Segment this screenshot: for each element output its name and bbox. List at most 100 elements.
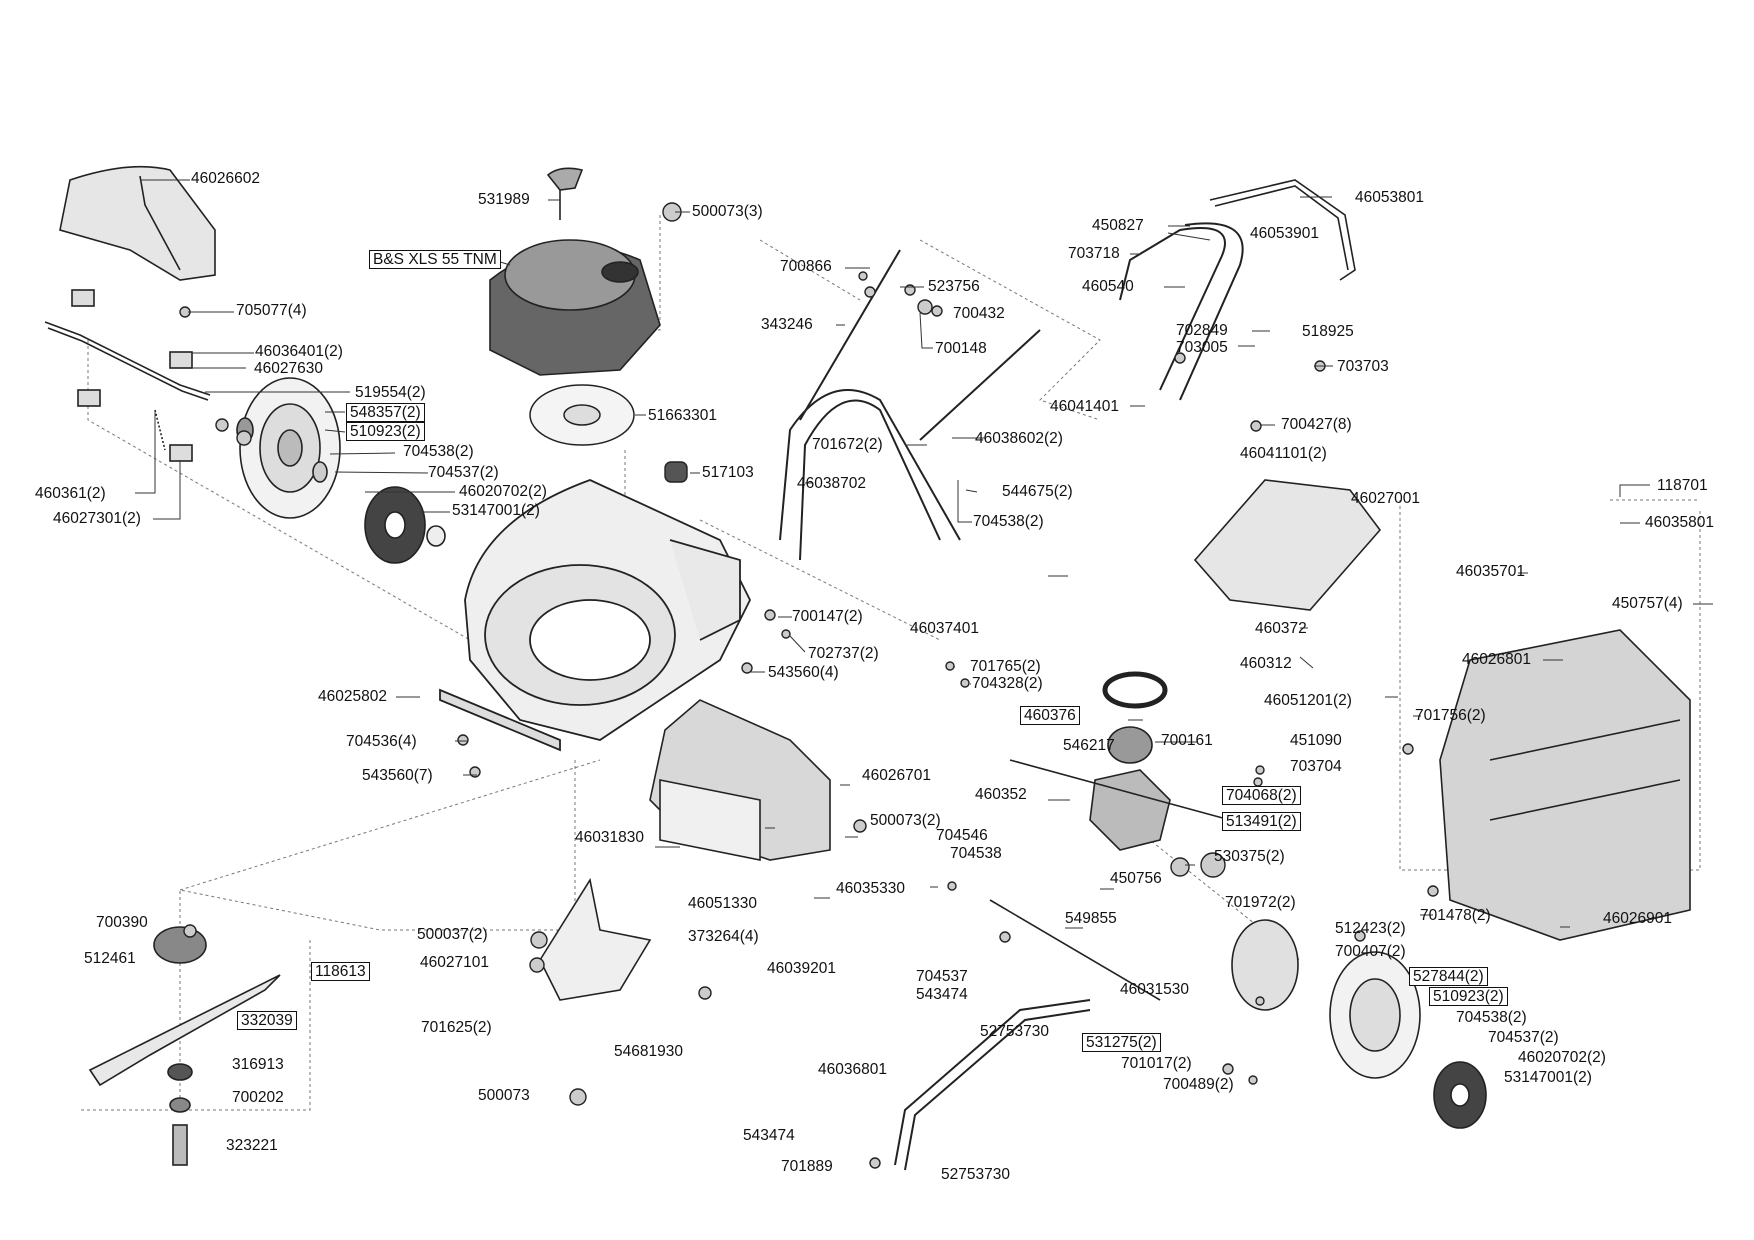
part-callout-boxed[interactable]: 510923(2) xyxy=(346,422,425,441)
part-callout[interactable]: 701765(2) xyxy=(970,658,1041,675)
part-callout-boxed[interactable]: 531275(2) xyxy=(1082,1033,1161,1052)
part-callout[interactable]: 700866 xyxy=(780,258,832,275)
part-callout[interactable]: 701017(2) xyxy=(1121,1055,1192,1072)
part-callout[interactable]: 46037401 xyxy=(910,620,979,637)
part-callout[interactable]: 46039201 xyxy=(767,960,836,977)
part-callout[interactable]: 46041401 xyxy=(1050,398,1119,415)
part-callout[interactable]: 316913 xyxy=(232,1056,284,1073)
part-callout[interactable]: 701972(2) xyxy=(1225,894,1296,911)
part-callout[interactable]: 701889 xyxy=(781,1158,833,1175)
part-callout[interactable]: 703703 xyxy=(1337,358,1389,375)
part-callout[interactable]: 704537 xyxy=(916,968,968,985)
part-callout[interactable]: 46027301(2) xyxy=(53,510,141,527)
part-callout[interactable]: 46027101 xyxy=(420,954,489,971)
part-callout-boxed[interactable]: 548357(2) xyxy=(346,403,425,422)
engine-model-callout[interactable]: B&S XLS 55 TNM xyxy=(369,250,501,269)
part-callout[interactable]: 46026801 xyxy=(1462,651,1531,668)
part-callout[interactable]: 517103 xyxy=(702,464,754,481)
part-callout[interactable]: 500073(2) xyxy=(870,812,941,829)
part-callout[interactable]: 530375(2) xyxy=(1214,848,1285,865)
part-callout-boxed[interactable]: 332039 xyxy=(237,1011,297,1030)
part-callout[interactable]: 323221 xyxy=(226,1137,278,1154)
part-callout[interactable]: 343246 xyxy=(761,316,813,333)
part-callout[interactable]: 46027001 xyxy=(1351,490,1420,507)
part-callout[interactable]: 46026901 xyxy=(1603,910,1672,927)
part-callout[interactable]: 518925 xyxy=(1302,323,1354,340)
part-callout[interactable]: 46031830 xyxy=(575,829,644,846)
part-callout[interactable]: 46020702(2) xyxy=(459,483,547,500)
part-callout[interactable]: 53147001(2) xyxy=(1504,1069,1592,1086)
part-callout[interactable]: 523756 xyxy=(928,278,980,295)
part-callout[interactable]: 703718 xyxy=(1068,245,1120,262)
part-callout[interactable]: 460540 xyxy=(1082,278,1134,295)
part-callout[interactable]: 543474 xyxy=(916,986,968,1003)
part-callout[interactable]: 460312 xyxy=(1240,655,1292,672)
part-callout[interactable]: 702849 xyxy=(1176,322,1228,339)
part-callout[interactable]: 700202 xyxy=(232,1089,284,1106)
part-callout-boxed[interactable]: 513491(2) xyxy=(1222,812,1301,831)
part-callout[interactable]: 500073 xyxy=(478,1087,530,1104)
part-callout[interactable]: 46038602(2) xyxy=(975,430,1063,447)
part-callout[interactable]: 701625(2) xyxy=(421,1019,492,1036)
part-callout[interactable]: 460372 xyxy=(1255,620,1307,637)
part-callout[interactable]: 46031530 xyxy=(1120,981,1189,998)
part-callout[interactable]: 543560(7) xyxy=(362,767,433,784)
part-callout[interactable]: 531989 xyxy=(478,191,530,208)
part-callout[interactable]: 46053801 xyxy=(1355,189,1424,206)
part-callout[interactable]: 46025802 xyxy=(318,688,387,705)
part-callout[interactable]: 450756 xyxy=(1110,870,1162,887)
part-callout[interactable]: 46027630 xyxy=(254,360,323,377)
part-callout[interactable]: 46053901 xyxy=(1250,225,1319,242)
part-callout-boxed[interactable]: 704068(2) xyxy=(1222,786,1301,805)
part-callout[interactable]: 705077(4) xyxy=(236,302,307,319)
part-callout[interactable]: 46051330 xyxy=(688,895,757,912)
part-callout[interactable]: 700407(2) xyxy=(1335,943,1406,960)
part-callout-boxed[interactable]: 118613 xyxy=(311,962,370,981)
part-callout[interactable]: 543474 xyxy=(743,1127,795,1144)
part-callout[interactable]: 54681930 xyxy=(614,1043,683,1060)
part-callout[interactable]: 704538(2) xyxy=(1456,1009,1527,1026)
part-callout[interactable]: 460352 xyxy=(975,786,1027,803)
part-callout[interactable]: 52753730 xyxy=(980,1023,1049,1040)
part-callout[interactable]: 46051201(2) xyxy=(1264,692,1352,709)
part-callout[interactable]: 703005 xyxy=(1176,339,1228,356)
part-callout[interactable]: 46026602 xyxy=(191,170,260,187)
part-callout[interactable]: 46026701 xyxy=(862,767,931,784)
part-callout-boxed[interactable]: 460376 xyxy=(1020,706,1080,725)
part-callout[interactable]: 704538 xyxy=(950,845,1002,862)
part-callout[interactable]: 700147(2) xyxy=(792,608,863,625)
part-callout[interactable]: 118701 xyxy=(1657,477,1708,494)
part-callout[interactable]: 700390 xyxy=(96,914,148,931)
part-callout[interactable]: 46041101(2) xyxy=(1240,445,1327,462)
part-callout[interactable]: 46020702(2) xyxy=(1518,1049,1606,1066)
part-callout[interactable]: 700432 xyxy=(953,305,1005,322)
part-callout[interactable]: 549855 xyxy=(1065,910,1117,927)
part-callout[interactable]: 46035801 xyxy=(1645,514,1714,531)
part-callout[interactable]: 546217 xyxy=(1063,737,1115,754)
part-callout[interactable]: 450757(4) xyxy=(1612,595,1683,612)
part-callout[interactable]: 46035701 xyxy=(1456,563,1525,580)
part-callout[interactable]: 46038702 xyxy=(797,475,866,492)
part-callout[interactable]: 500073(3) xyxy=(692,203,763,220)
part-callout[interactable]: 52753730 xyxy=(941,1166,1010,1183)
part-callout[interactable]: 704537(2) xyxy=(428,464,499,481)
part-callout[interactable]: 700161 xyxy=(1161,732,1213,749)
part-callout[interactable]: 703704 xyxy=(1290,758,1342,775)
part-callout[interactable]: 500037(2) xyxy=(417,926,488,943)
part-callout[interactable]: 460361(2) xyxy=(35,485,106,502)
part-callout[interactable]: 53147001(2) xyxy=(452,502,540,519)
part-callout[interactable]: 704537(2) xyxy=(1488,1029,1559,1046)
part-callout[interactable]: 46035330 xyxy=(836,880,905,897)
part-callout[interactable]: 701478(2) xyxy=(1420,907,1491,924)
part-callout[interactable]: 702737(2) xyxy=(808,645,879,662)
part-callout[interactable]: 46036401(2) xyxy=(255,343,343,360)
part-callout-boxed[interactable]: 510923(2) xyxy=(1429,987,1508,1006)
part-callout[interactable]: 450827 xyxy=(1092,217,1144,234)
part-callout[interactable]: 451090 xyxy=(1290,732,1342,749)
part-callout[interactable]: 51663301 xyxy=(648,407,717,424)
part-callout[interactable]: 700148 xyxy=(935,340,987,357)
part-callout[interactable]: 700427(8) xyxy=(1281,416,1352,433)
part-callout[interactable]: 704546 xyxy=(936,827,988,844)
part-callout[interactable]: 519554(2) xyxy=(355,384,426,401)
part-callout[interactable]: 704538(2) xyxy=(973,513,1044,530)
